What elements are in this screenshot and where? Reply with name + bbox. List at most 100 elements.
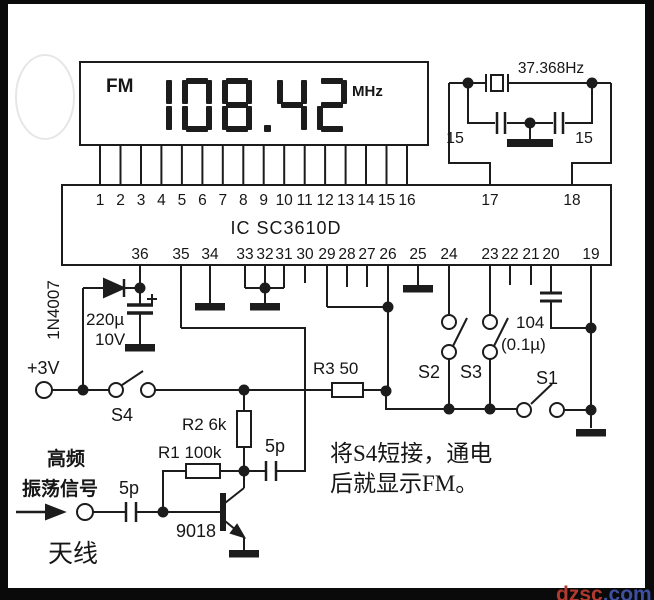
- switch-s2-lever: [452, 317, 468, 347]
- lcd-segment: [321, 78, 343, 84]
- junction-dot: [462, 77, 474, 89]
- ic-bottom-pin-label-20: 20: [542, 246, 560, 263]
- resistor-r2-label: R2 6k: [182, 415, 227, 434]
- ground-icon: [576, 429, 606, 437]
- plus-sign: [147, 294, 157, 304]
- unit-label: MHz: [352, 83, 383, 100]
- ic-top-pin-label-8: 8: [239, 192, 248, 209]
- lcd-segment: [182, 106, 188, 130]
- diode-icon: [103, 277, 127, 299]
- load-cap-left: [495, 112, 507, 134]
- ic-bottom-pin-label-34: 34: [201, 246, 219, 263]
- ic-top-pin-label-18: 18: [563, 192, 580, 209]
- lcd-segment: [317, 106, 323, 130]
- cap-5p-antenna-label: 5p: [119, 478, 139, 498]
- lcd-segment: [206, 80, 212, 104]
- lcd-segment: [166, 80, 172, 104]
- load-cap-left-label: 15: [446, 130, 464, 147]
- junction-dot: [382, 301, 394, 313]
- switch-s3-contact: [482, 314, 498, 330]
- ic-bottom-pin-label-30: 30: [296, 246, 314, 263]
- junction-dot: [380, 385, 392, 397]
- cap-104-value-label: (0.1µ): [501, 335, 546, 354]
- rf-signal-label-line1: 高频: [47, 447, 85, 470]
- switch-s1-contact: [516, 402, 532, 418]
- cap-104-label: 104: [516, 313, 544, 332]
- junction-dot: [259, 282, 271, 294]
- ic-bottom-pin-label-23: 23: [481, 246, 498, 263]
- lcd-segment: [186, 78, 208, 84]
- junction-dot: [586, 77, 598, 89]
- ic-bottom-pin-label-33: 33: [236, 246, 253, 263]
- ic-bottom-pin-label-35: 35: [172, 246, 189, 263]
- lcd-segment: [226, 126, 248, 132]
- cap220-plates: [127, 303, 153, 315]
- ic-bottom-pin-label-36: 36: [131, 246, 148, 263]
- ic-top-pin-label-4: 4: [157, 192, 166, 209]
- ic-bottom-pin-label-22: 22: [501, 246, 518, 263]
- switch-s3-label: S3: [460, 362, 482, 382]
- resistor-r1-label: R1 100k: [158, 443, 222, 462]
- ground-icon: [507, 139, 553, 147]
- switch-s4-lever: [121, 370, 144, 386]
- ic-bottom-pin-label-19: 19: [582, 246, 599, 263]
- lcd-segment: [341, 80, 347, 104]
- lcd-segment: [264, 125, 271, 132]
- ic-top-pin-label-11: 11: [297, 192, 313, 209]
- cap-104-wires: [550, 301, 591, 329]
- lcd-segment: [166, 106, 172, 130]
- transistor-base-bar: [220, 493, 226, 531]
- filter-cap-label: 220µ: [86, 310, 124, 329]
- resistor-r3-label: R3 50: [313, 359, 358, 378]
- emitter-arrow: [229, 523, 247, 539]
- ic-name-label: IC SC3610D: [230, 218, 341, 238]
- ic-top-pin-label-13: 13: [337, 192, 354, 209]
- lcd-segment: [321, 126, 343, 132]
- ic-bottom-pin-label-26: 26: [379, 246, 396, 263]
- switch-s4-label: S4: [111, 405, 133, 425]
- junction-dot: [524, 117, 536, 129]
- load-cap-right: [553, 112, 565, 134]
- crystal-icon: [490, 74, 504, 92]
- ground-icon: [250, 303, 280, 311]
- transistor-label: 9018: [176, 521, 216, 541]
- switch-s1-lever: [530, 383, 553, 405]
- ic-top-pin-label-15: 15: [378, 192, 395, 209]
- bottom-bus: [385, 391, 591, 411]
- lcd-segment: [321, 102, 343, 108]
- filter-cap-voltage-label: 10V: [95, 330, 126, 349]
- transistor-collector: [224, 487, 245, 504]
- crystal-frequency-label: 37.368Hz: [518, 60, 584, 77]
- ic-top-pin-label-9: 9: [259, 192, 268, 209]
- lcd-segment: [281, 102, 303, 108]
- ic-box: [61, 184, 612, 266]
- antenna-label: 天线: [48, 540, 98, 568]
- rf-signal-label-line2: 振荡信号: [22, 477, 98, 500]
- ground-icon: [125, 344, 155, 352]
- lcd-segment: [301, 106, 307, 130]
- switch-s4-contact: [108, 382, 124, 398]
- lcd-segment: [301, 80, 307, 104]
- ic-top-pin-label-3: 3: [137, 192, 146, 209]
- seven-segment-readout: [166, 78, 347, 132]
- ic-top-pin-label-16: 16: [398, 192, 415, 209]
- resistor-r3: [331, 382, 364, 398]
- ground-icon: [195, 303, 225, 311]
- ic-bottom-pin-label-25: 25: [409, 246, 426, 263]
- ic-top-pin-label-10: 10: [276, 192, 294, 209]
- supply-label: +3V: [27, 358, 60, 378]
- load-cap-right-label: 15: [575, 130, 593, 147]
- pin35-feedback-path: [181, 327, 306, 472]
- ic-top-pin-label-14: 14: [357, 192, 375, 209]
- ic-top-pin-label-5: 5: [178, 192, 187, 209]
- ic-bottom-pin-label-27: 27: [358, 246, 375, 263]
- ground-icon: [229, 550, 259, 558]
- cap-5p-collector-label: 5p: [265, 436, 285, 456]
- ic-bottom-pin-label-29: 29: [318, 246, 335, 263]
- switch-s2-contact: [441, 314, 457, 330]
- junction-dot: [484, 403, 496, 415]
- ic-top-pin-label-2: 2: [116, 192, 125, 209]
- lcd-segment: [222, 106, 228, 130]
